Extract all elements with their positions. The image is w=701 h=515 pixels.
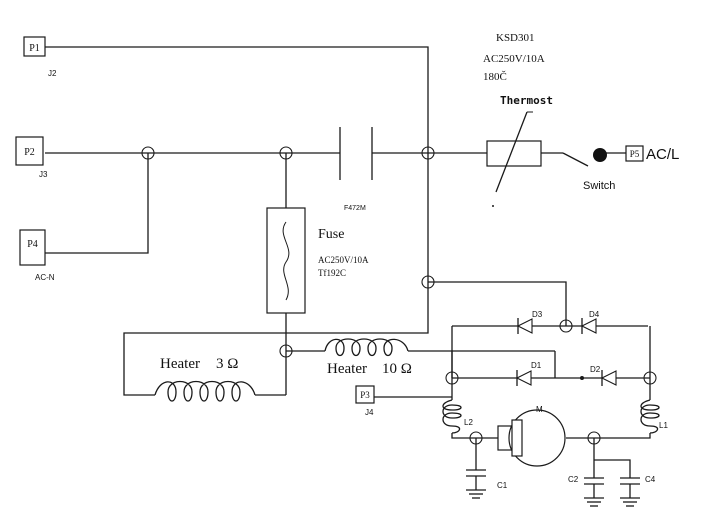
- fuse-element-icon: [282, 221, 290, 301]
- heater-1-coil: [154, 380, 256, 402]
- connector-ac-n-label: AC-N: [35, 273, 55, 282]
- diode-d1: D1: [515, 361, 542, 386]
- wire-l1-motor: [566, 433, 651, 439]
- node-fuse-top: [279, 146, 293, 160]
- inductor-l2-label: L2: [464, 418, 473, 427]
- diode-d2-label: D2: [590, 365, 601, 374]
- inductor-l1-coil: [640, 399, 660, 434]
- heater-1-label: Heater: [160, 356, 200, 372]
- inductor-l1-label: L1: [659, 421, 668, 430]
- wire-c4: [594, 459, 631, 478]
- port-p5: P5 AC/L: [625, 145, 679, 163]
- heater-1-value: 3 Ω: [216, 356, 238, 372]
- motor-label: M: [536, 405, 543, 414]
- port-p1: P1 J2: [23, 36, 57, 78]
- node-fuse-bottom: [279, 344, 293, 358]
- diode-d3-label: D3: [532, 310, 543, 319]
- node-d1-d2: [580, 376, 584, 380]
- connector-j4-label: J4: [365, 408, 374, 417]
- port-p2: P2 J3: [15, 136, 48, 179]
- node-p2-p4: [141, 146, 155, 160]
- capacitor-c2: C2: [568, 475, 604, 507]
- port-p4-box: [19, 229, 46, 266]
- diode-d3-triangle: [516, 318, 533, 334]
- thermostat-dot: [492, 205, 494, 207]
- node-bridge-left: [445, 371, 459, 385]
- connector-ac-l-label: AC/L: [646, 146, 679, 163]
- inductor-l1: L1: [640, 399, 668, 434]
- capacitor-c1-label: C1: [497, 481, 508, 490]
- thermostat-slash: [495, 111, 528, 193]
- diode-d4-label: D4: [589, 310, 600, 319]
- thermostat: KSD301 AC250V/10A 180Č Thermost: [483, 32, 553, 207]
- switch-blade: [562, 152, 589, 167]
- heater-2: Heater 10 Ω: [324, 338, 412, 377]
- thermostat-rating: AC250V/10A: [483, 53, 545, 65]
- port-p2-label: P2: [24, 147, 35, 158]
- wire-bus-d3d4: [428, 281, 567, 326]
- port-p1-label: P1: [29, 43, 40, 54]
- diode-d2-triangle: [600, 370, 617, 386]
- node-bus-cap: [421, 146, 435, 160]
- thermostat-temp: 180Č: [483, 71, 507, 83]
- wire-p4: [45, 153, 149, 254]
- port-p3-box: [355, 385, 375, 404]
- capacitor-c4-label: C4: [645, 475, 656, 484]
- fuse-label: Fuse: [318, 227, 344, 242]
- capacitor-c2-label: C2: [568, 475, 579, 484]
- junction-nodes: [141, 146, 657, 445]
- switch-label: Switch: [583, 180, 615, 192]
- motor-brush-inner: [511, 419, 523, 457]
- fuse: Fuse AC250V/10A Tf192C: [266, 207, 369, 314]
- node-motor-left: [469, 431, 483, 445]
- port-p5-label: P5: [630, 149, 640, 159]
- port-p4-label: P4: [27, 239, 38, 250]
- fuse-body: [266, 207, 306, 314]
- port-p1-box: [23, 36, 46, 57]
- node-bridge-right: [643, 371, 657, 385]
- diode-d2: D2: [590, 365, 617, 386]
- thermostat-label: Thermost: [500, 94, 553, 107]
- inductor-l2-coil: [442, 399, 462, 434]
- capacitor-main-label: F472M: [344, 205, 366, 212]
- capacitor-c4: C4: [620, 475, 656, 507]
- node-d3-d4: [559, 319, 573, 333]
- connector-j2-label: J2: [48, 69, 57, 78]
- wire-l2-motor: [451, 433, 498, 439]
- port-p4: P4 AC-N: [19, 229, 55, 282]
- capacitor-c1: C1: [466, 469, 508, 499]
- node-motor-right: [587, 431, 601, 445]
- switch-contact-icon: [593, 148, 607, 162]
- wires: [45, 46, 651, 478]
- heater-2-coil: [324, 338, 409, 357]
- heater-1: Heater 3 Ω: [154, 356, 256, 402]
- heater-2-value: 10 Ω: [382, 361, 412, 377]
- wire-heater2-right: [408, 350, 453, 378]
- port-p3: P3 J4: [355, 385, 375, 417]
- connector-j3-label: J3: [39, 170, 48, 179]
- diode-d1-triangle: [515, 370, 532, 386]
- heater-2-label: Heater: [327, 361, 367, 377]
- diode-d1-label: D1: [531, 361, 542, 370]
- inductor-l2: L2: [442, 399, 473, 434]
- motor: M: [497, 405, 566, 467]
- port-p3-label: P3: [360, 390, 370, 400]
- diode-d4-triangle: [580, 318, 597, 334]
- fuse-temp: Tf192C: [318, 268, 346, 278]
- thermostat-model: KSD301: [496, 32, 535, 44]
- diode-d4: D4: [580, 310, 600, 334]
- diode-d3: D3: [516, 310, 543, 334]
- fuse-rating: AC250V/10A: [318, 255, 369, 265]
- wire-p1-bus: [45, 46, 429, 396]
- capacitor-f472m: F472M: [339, 127, 373, 212]
- motor-body: [508, 409, 566, 467]
- port-p2-box: [15, 136, 44, 166]
- node-bus-diodes: [421, 275, 435, 289]
- switch: Switch: [562, 148, 615, 192]
- port-p5-box: [625, 145, 644, 162]
